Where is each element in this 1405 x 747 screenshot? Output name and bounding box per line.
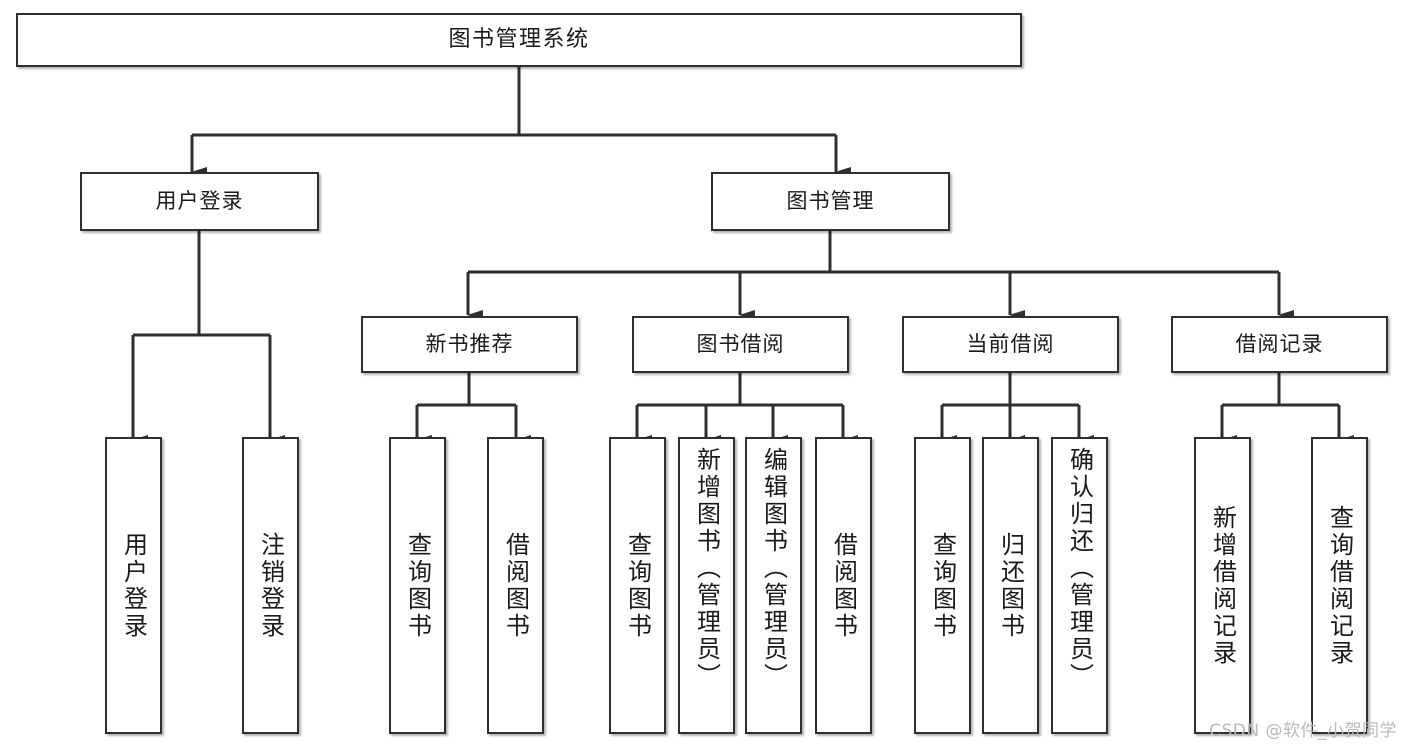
node-label: 借阅图书 <box>829 531 858 640</box>
node-book-borrow[interactable]: 图书借阅 <box>632 316 849 373</box>
leaf-record-add-record[interactable]: 新增借阅记录 <box>1194 437 1251 734</box>
node-current-borrow[interactable]: 当前借阅 <box>902 316 1119 373</box>
node-user-login[interactable]: 用户登录 <box>80 172 319 231</box>
leaf-record-query-record[interactable]: 查询借阅记录 <box>1311 437 1368 734</box>
node-label: 图书管理系统 <box>448 27 590 53</box>
leaf-borrow-add-book-admin[interactable]: 新增图书（管理员） <box>678 437 735 734</box>
node-label: 新书推荐 <box>425 332 514 357</box>
node-label: 图书管理 <box>786 189 875 214</box>
node-label: 借阅记录 <box>1235 332 1324 357</box>
node-label: 用户登录 <box>155 189 244 214</box>
leaf-borrow-edit-book-admin[interactable]: 编辑图书（管理员） <box>745 437 802 734</box>
node-label: 查询图书 <box>623 531 652 640</box>
node-label: 编辑图书（管理员） <box>759 447 788 690</box>
leaf-user-login-logout[interactable]: 注销登录 <box>242 437 299 734</box>
leaf-recommend-query-book[interactable]: 查询图书 <box>389 437 446 734</box>
leaf-recommend-borrow-book[interactable]: 借阅图书 <box>487 437 544 734</box>
leaf-borrow-query-book[interactable]: 查询图书 <box>609 437 666 734</box>
leaf-current-confirm-return-admin[interactable]: 确认归还（管理员） <box>1051 437 1108 734</box>
leaf-borrow-borrow-book[interactable]: 借阅图书 <box>815 437 872 734</box>
leaf-current-return-book[interactable]: 归还图书 <box>982 437 1039 734</box>
node-label: 当前借阅 <box>966 332 1055 357</box>
node-label: 查询借阅记录 <box>1325 504 1354 667</box>
leaf-current-query-book[interactable]: 查询图书 <box>914 437 971 734</box>
node-label: 查询图书 <box>403 531 432 640</box>
node-new-book-recommend[interactable]: 新书推荐 <box>361 316 578 373</box>
node-label: 查询图书 <box>928 531 957 640</box>
watermark: CSDN @软件_小贺同学 <box>1209 721 1397 741</box>
node-label: 新增图书（管理员） <box>692 447 721 690</box>
node-book-management[interactable]: 图书管理 <box>711 172 950 231</box>
node-label: 图书借阅 <box>696 332 785 357</box>
node-label: 注销登录 <box>256 531 285 640</box>
node-label: 用户登录 <box>119 531 148 640</box>
leaf-user-login-login[interactable]: 用户登录 <box>105 437 162 734</box>
node-label: 确认归还（管理员） <box>1065 447 1094 690</box>
node-borrow-record[interactable]: 借阅记录 <box>1171 316 1388 373</box>
node-label: 归还图书 <box>996 531 1025 640</box>
node-label: 借阅图书 <box>501 531 530 640</box>
node-label: 新增借阅记录 <box>1208 504 1237 667</box>
node-root-system[interactable]: 图书管理系统 <box>16 13 1022 67</box>
